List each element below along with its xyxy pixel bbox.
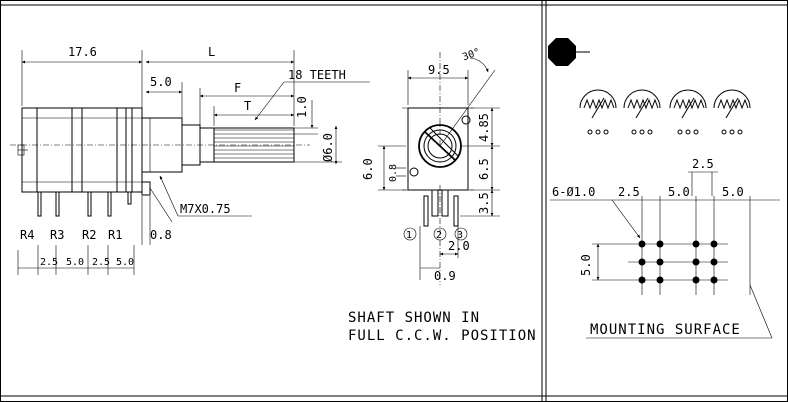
note-line-2: FULL C.C.W. POSITION xyxy=(348,328,537,344)
dim-2-5-top: 2.5 xyxy=(692,157,714,171)
terminal-r3: R3 xyxy=(50,228,64,242)
mounting-surface-label: MOUNTING SURFACE xyxy=(590,322,741,338)
knurl-lines xyxy=(214,129,294,159)
dim-l: L xyxy=(208,45,215,59)
teeth-label: 18 TEETH xyxy=(288,68,346,82)
note-line-1: SHAFT SHOWN IN xyxy=(348,310,480,326)
resistor-symbol-1 xyxy=(579,89,617,135)
terminal-r2: R2 xyxy=(82,228,96,242)
pin-2-label: 2 xyxy=(436,230,442,241)
dim-1-0: 1.0 xyxy=(295,96,309,118)
dim-5-0-a: 5.0 xyxy=(668,185,690,199)
pin-3-label: 3 xyxy=(457,230,463,241)
dim-6-0-front: 6.0 xyxy=(361,158,375,180)
pin-1-label: 1 xyxy=(406,230,412,241)
pin-spacing-1: 2.5 xyxy=(40,257,58,268)
dim-2-0: 2.0 xyxy=(448,239,470,253)
dim-f: F xyxy=(234,81,241,95)
dim-5-0: 5.0 xyxy=(150,75,172,89)
pin-spacing-4: 5.0 xyxy=(116,257,134,268)
terminal-r1: R1 xyxy=(108,228,122,242)
holes-label: 6-Ø1.0 xyxy=(552,185,595,199)
dim-2-5: 2.5 xyxy=(618,185,640,199)
schematic-symbols xyxy=(548,38,751,135)
pin-spacing-2: 5.0 xyxy=(66,257,84,268)
dim-shaft-diameter: Ø6.0 xyxy=(321,133,335,162)
dim-5-0-vertical: 5.0 xyxy=(579,254,593,276)
resistor-symbol-2 xyxy=(623,89,661,135)
shaft-note: SHAFT SHOWN IN FULL C.C.W. POSITION xyxy=(348,310,537,344)
dim-t: T xyxy=(244,99,251,113)
thread-label: M7X0.75 xyxy=(180,202,231,216)
dim-6-5: 6.5 xyxy=(477,158,491,180)
dim-4-85: 4.85 xyxy=(477,113,491,142)
pin-spacing-3: 2.5 xyxy=(92,257,110,268)
dim-0-9: 0.9 xyxy=(434,269,456,283)
dim-9-5: 9.5 xyxy=(428,63,450,77)
terminal-r4: R4 xyxy=(20,228,34,242)
pcb-layout: 2.5 6-Ø1.0 2.5 5.0 5.0 5.0 xyxy=(550,157,780,339)
resistor-symbol-3 xyxy=(669,89,707,135)
dim-3-5: 3.5 xyxy=(477,192,491,214)
dim-body-length: 17.6 xyxy=(68,45,97,59)
side-view: 17.6 L 5.0 F T 18 TEETH 1.0 Ø6.0 M7 xyxy=(10,45,370,275)
resistor-symbol-4 xyxy=(713,89,751,135)
dim-0-8-front: 0.8 xyxy=(388,164,399,182)
terminals xyxy=(37,191,132,217)
pcb-holes xyxy=(638,240,718,284)
dim-5-0-b: 5.0 xyxy=(722,185,744,199)
front-view: 30° 9.5 4.85 6.5 3.5 6.0 0.8 1 xyxy=(361,47,500,285)
dim-0-8-side: 0.8 xyxy=(150,228,172,242)
